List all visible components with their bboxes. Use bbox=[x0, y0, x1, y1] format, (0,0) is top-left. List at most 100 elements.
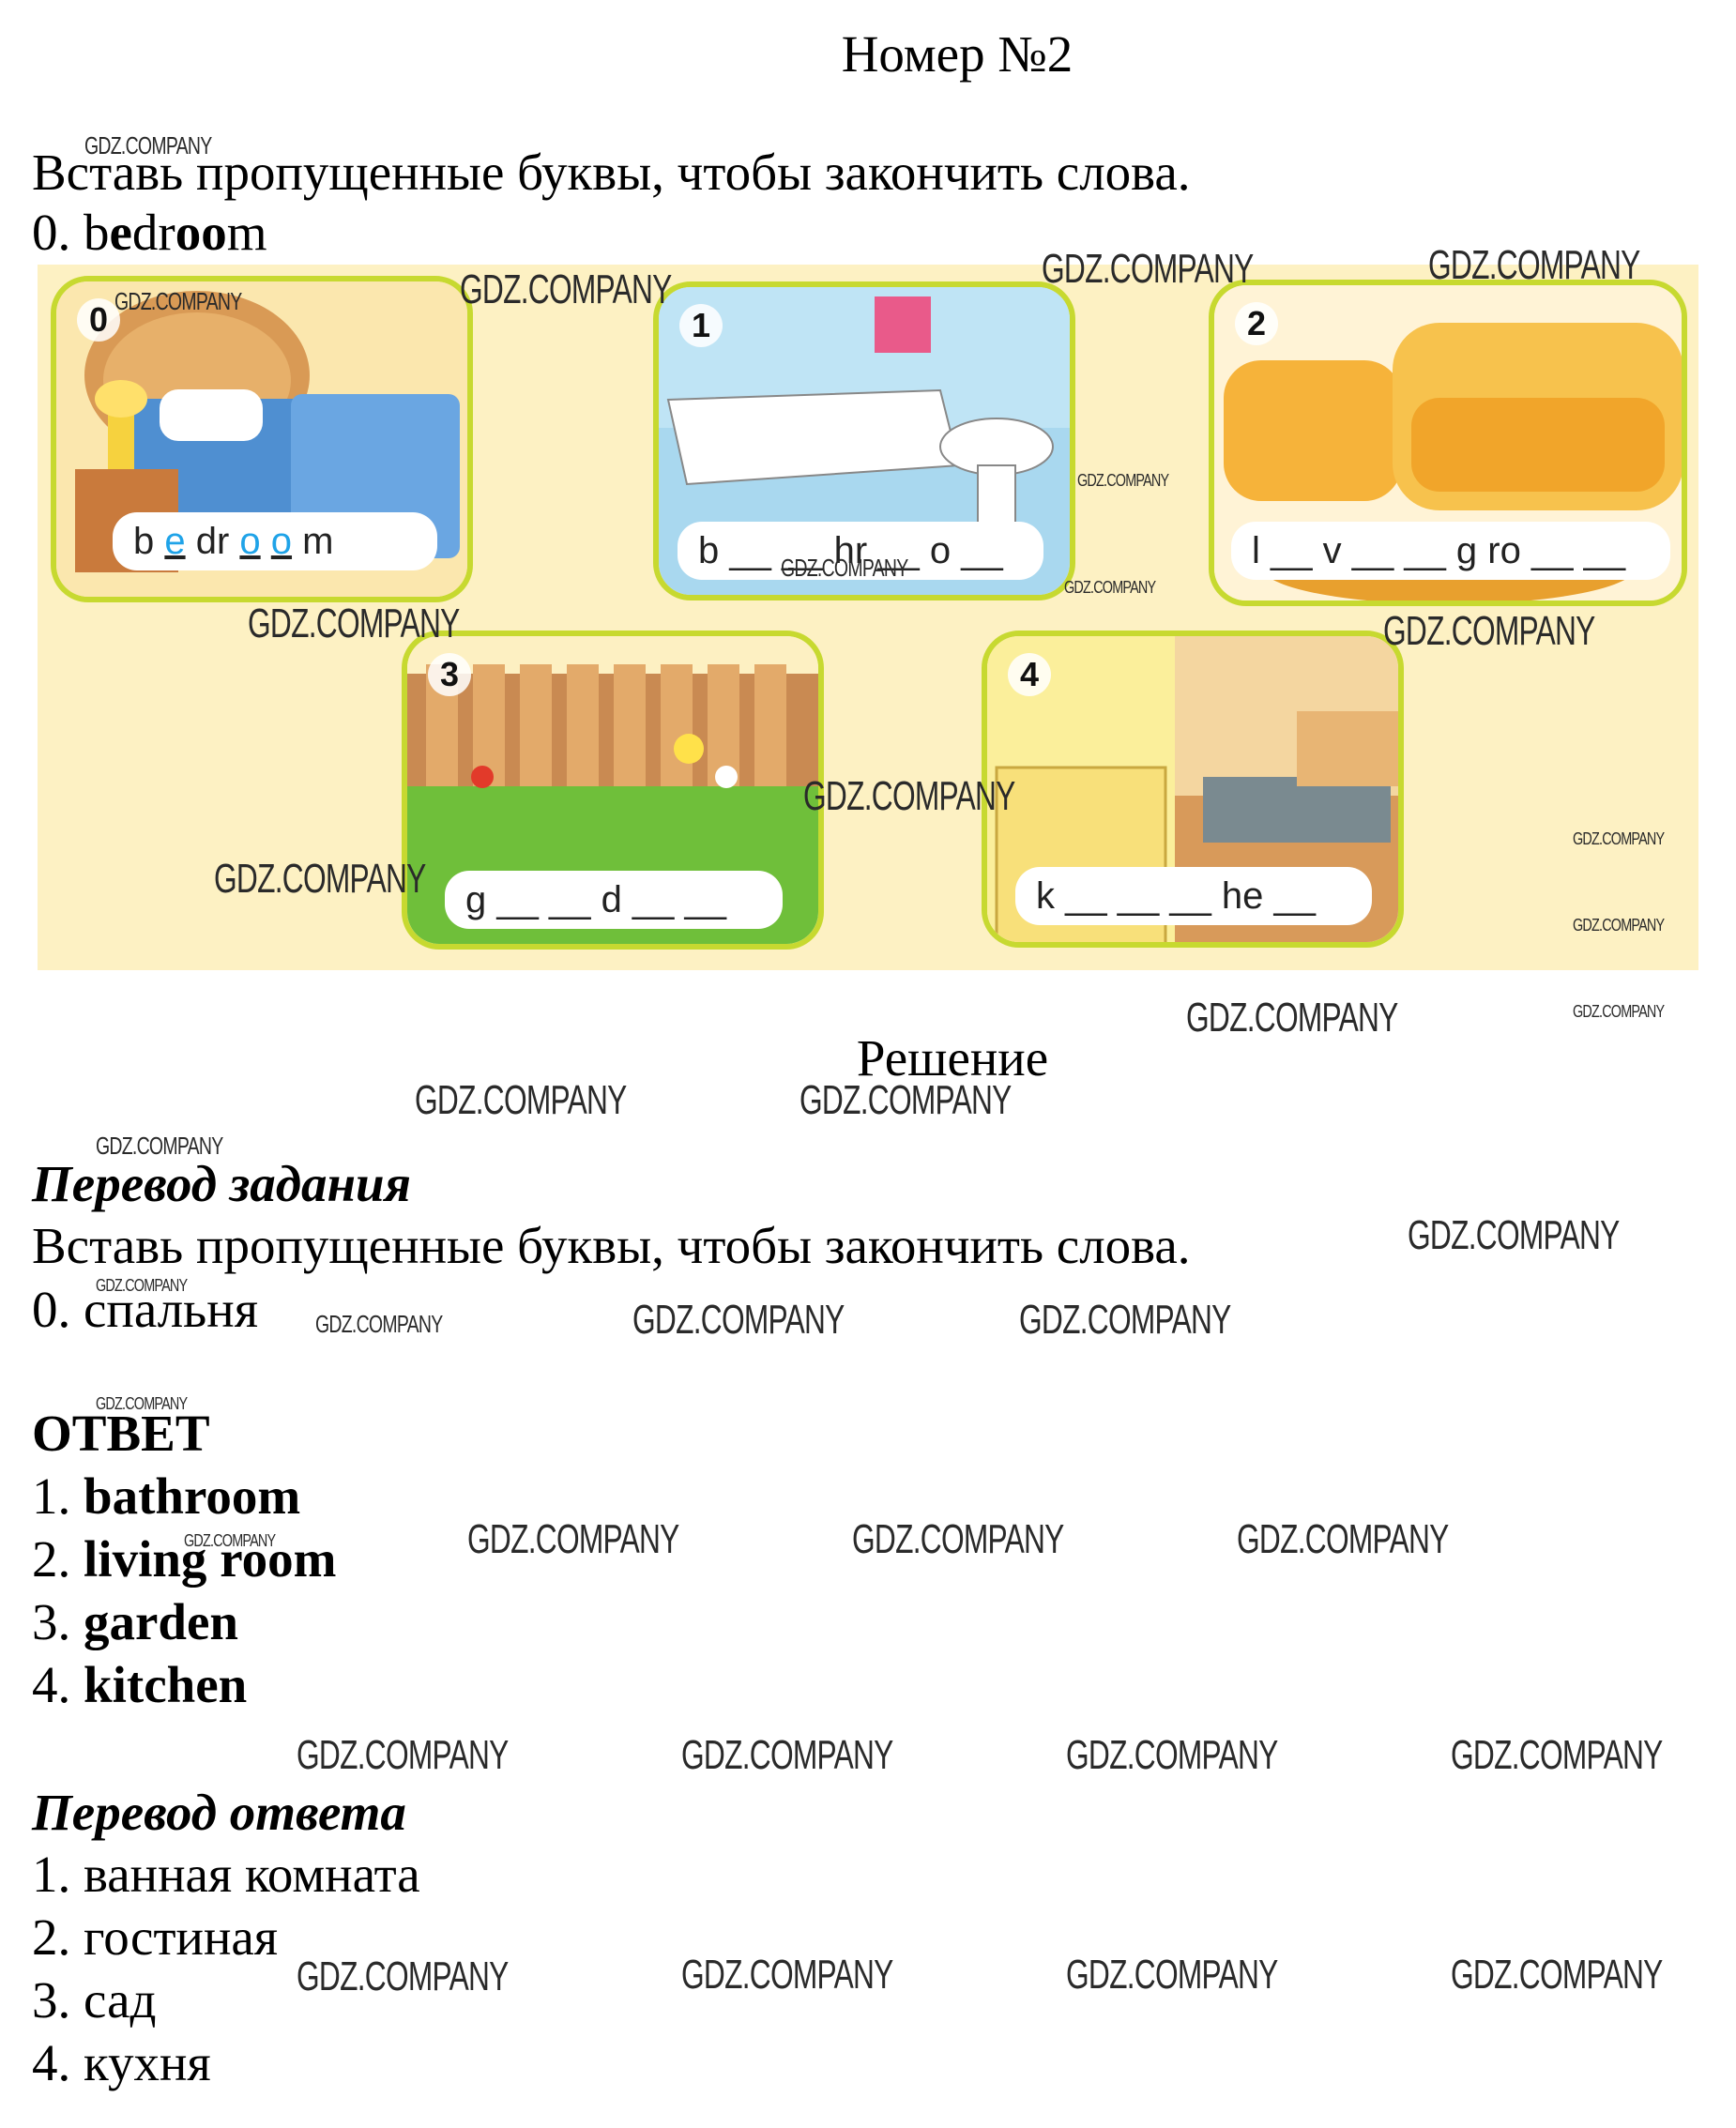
translation-instruction: Вставь пропущенные буквы, чтобы закончит… bbox=[32, 1217, 1191, 1274]
answer-number: 1. bbox=[32, 1467, 84, 1525]
answer-number: 2. bbox=[32, 1530, 84, 1588]
word-bedroom-filled: b e dr o o m bbox=[113, 512, 437, 570]
card-number: 1 bbox=[679, 304, 723, 347]
label-part bbox=[261, 521, 271, 562]
word-kitchen-gaps: k __ __ __ he __ bbox=[1015, 867, 1372, 925]
answer-item: 2. living room bbox=[32, 1529, 336, 1588]
watermark: GDZ.COMPANY bbox=[96, 1132, 223, 1160]
watermark: GDZ.COMPANY bbox=[1573, 916, 1665, 935]
label-part: m bbox=[292, 521, 334, 562]
watermark: GDZ.COMPANY bbox=[1019, 1297, 1231, 1343]
watermark: GDZ.COMPANY bbox=[1077, 471, 1169, 490]
answer-translation-item: 4. кухня bbox=[32, 2034, 211, 2091]
watermark: GDZ.COMPANY bbox=[1237, 1516, 1449, 1562]
example-part: dr bbox=[131, 204, 175, 261]
card-living-room: 2 l __ v __ __ g ro __ __ bbox=[1209, 280, 1687, 606]
answer-item: 4. kitchen bbox=[32, 1655, 247, 1714]
watermark: GDZ.COMPANY bbox=[852, 1516, 1064, 1562]
card-number: 0 bbox=[77, 298, 120, 342]
watermark: GDZ.COMPANY bbox=[460, 266, 672, 312]
answer-translation-item: 2. гостиная bbox=[32, 1908, 279, 1966]
task-instruction: Вставь пропущенные буквы, чтобы закончит… bbox=[32, 144, 1191, 201]
answer-part: room bbox=[206, 1530, 337, 1588]
example-part: m bbox=[226, 204, 267, 261]
watermark: GDZ.COMPANY bbox=[1573, 1002, 1665, 1021]
example-part: oo bbox=[175, 204, 227, 261]
watermark: GDZ.COMPANY bbox=[297, 1732, 509, 1778]
watermark: GDZ.COMPANY bbox=[1408, 1212, 1620, 1258]
watermark: GDZ.COMPANY bbox=[84, 131, 212, 160]
answer-part: l bbox=[84, 1530, 99, 1588]
watermark: GDZ.COMPANY bbox=[1186, 995, 1398, 1041]
solution-heading: Решение bbox=[856, 1029, 1049, 1087]
inserted-letter: o bbox=[239, 521, 261, 562]
inserted-letter: e bbox=[164, 521, 186, 562]
answer-number: 3. bbox=[32, 1593, 84, 1650]
label-part: b bbox=[133, 521, 165, 562]
answer-part: ing bbox=[138, 1530, 207, 1588]
answer-part: ba bbox=[84, 1467, 139, 1525]
page-title: Номер №2 bbox=[841, 25, 1074, 83]
watermark: GDZ.COMPANY bbox=[214, 856, 426, 902]
answer-heading: ОТВЕТ bbox=[32, 1405, 210, 1462]
example-part: b bbox=[84, 204, 110, 261]
watermark: GDZ.COMPANY bbox=[681, 1952, 893, 1998]
answer-part: k bbox=[84, 1656, 113, 1713]
card-bathroom: 1 b __ __ hr __ o __ bbox=[653, 281, 1075, 600]
watermark: GDZ.COMPANY bbox=[1066, 1732, 1278, 1778]
answer-part: ar bbox=[109, 1593, 159, 1650]
card-number: 4 bbox=[1008, 653, 1051, 696]
card-number: 3 bbox=[428, 653, 471, 696]
answer-translation-heading: Перевод ответа bbox=[32, 1784, 406, 1841]
watermark: GDZ.COMPANY bbox=[1428, 242, 1640, 288]
answer-part: en bbox=[187, 1593, 239, 1650]
task-example: 0. bedroom bbox=[32, 203, 267, 262]
answer-part: itc bbox=[112, 1656, 167, 1713]
card-bedroom: 0 b e dr o o m bbox=[51, 276, 473, 602]
answer-part: room bbox=[184, 1467, 301, 1525]
word-living-room-gaps: l __ v __ __ g ro __ __ bbox=[1231, 522, 1670, 580]
watermark: GDZ.COMPANY bbox=[1066, 1952, 1278, 1998]
watermark: GDZ.COMPANY bbox=[1451, 1952, 1663, 1998]
watermark: GDZ.COMPANY bbox=[803, 773, 1015, 819]
answer-translation-item: 3. сад bbox=[32, 1971, 157, 2029]
watermark: GDZ.COMPANY bbox=[315, 1310, 443, 1338]
watermark: GDZ.COMPANY bbox=[114, 287, 242, 315]
watermark: GDZ.COMPANY bbox=[681, 1732, 893, 1778]
watermark: GDZ.COMPANY bbox=[248, 600, 460, 646]
answer-part: g bbox=[84, 1593, 110, 1650]
word-garden-gaps: g __ __ d __ __ bbox=[445, 871, 783, 929]
answer-part: d bbox=[158, 1593, 188, 1650]
card-kitchen: 4 k __ __ __ he __ bbox=[982, 631, 1404, 948]
watermark: GDZ.COMPANY bbox=[1451, 1732, 1663, 1778]
watermark: GDZ.COMPANY bbox=[415, 1077, 627, 1123]
translation-heading: Перевод задания bbox=[32, 1155, 411, 1212]
inserted-letter: o bbox=[270, 521, 293, 562]
watermark: GDZ.COMPANY bbox=[1573, 829, 1665, 848]
answer-item: 3. garden bbox=[32, 1592, 238, 1651]
example-part: e bbox=[109, 204, 132, 261]
watermark: GDZ.COMPANY bbox=[1042, 246, 1254, 292]
answer-part: v bbox=[112, 1530, 139, 1588]
label-part: dr bbox=[185, 521, 240, 562]
exercise-picture: 0 b e dr o o m 1 b __ __ hr __ o __ 2 l … bbox=[38, 265, 1698, 970]
watermark: GDZ.COMPANY bbox=[1064, 578, 1156, 597]
translation-example: 0. спальня bbox=[32, 1281, 259, 1338]
watermark: GDZ.COMPANY bbox=[96, 1394, 188, 1413]
example-prefix: 0. bbox=[32, 204, 84, 261]
watermark: GDZ.COMPANY bbox=[96, 1276, 188, 1295]
word-bathroom-gaps: b __ __ hr __ o __ bbox=[678, 522, 1043, 580]
card-garden: 3 g __ __ d __ __ bbox=[402, 631, 824, 950]
answer-translation-item: 1. ванная комната bbox=[32, 1846, 420, 1903]
watermark: GDZ.COMPANY bbox=[1383, 608, 1595, 654]
answer-number: 4. bbox=[32, 1656, 84, 1713]
watermark: GDZ.COMPANY bbox=[799, 1077, 1012, 1123]
answer-part: he bbox=[166, 1656, 219, 1713]
watermark: GDZ.COMPANY bbox=[184, 1531, 276, 1550]
answer-part: n bbox=[218, 1656, 248, 1713]
answer-part: i bbox=[98, 1530, 113, 1588]
watermark: GDZ.COMPANY bbox=[781, 554, 908, 582]
watermark: GDZ.COMPANY bbox=[632, 1297, 845, 1343]
watermark: GDZ.COMPANY bbox=[467, 1516, 679, 1562]
watermark: GDZ.COMPANY bbox=[297, 1953, 509, 1999]
